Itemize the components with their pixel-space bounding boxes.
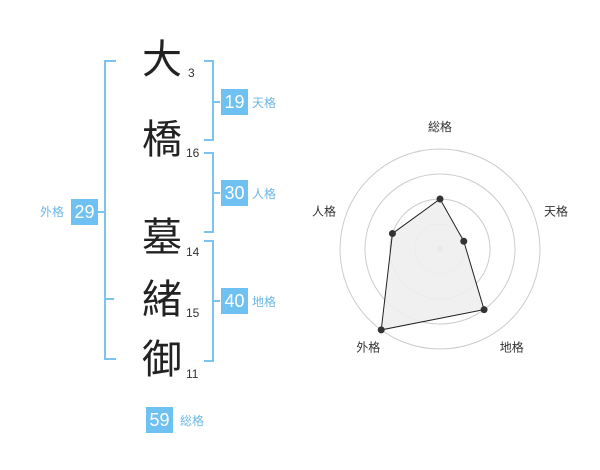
radar-axis-label-1: 総格 (428, 119, 452, 134)
radar-axis-label-5: 人格 (312, 203, 336, 218)
radar-point-1 (436, 195, 444, 203)
tenkaku-label: 天格 (252, 96, 277, 110)
tenkaku-connector (212, 101, 220, 103)
stroke-count-4: 15 (186, 306, 200, 320)
radar-axis-label-3: 地格 (500, 340, 524, 355)
radar-axis-label-2: 天格 (544, 203, 568, 218)
name-char-4: 緒 (142, 277, 182, 323)
radar-axis-label-4: 外格 (356, 340, 380, 355)
stroke-count-1: 3 (188, 66, 195, 80)
radar-point-4 (377, 326, 385, 334)
soukaku-label: 総格 (180, 414, 205, 428)
jinkaku-value: 30 (221, 180, 248, 206)
jinkaku-label: 人格 (252, 187, 277, 201)
name-char-5: 御 (142, 337, 182, 383)
radar-point-2 (460, 237, 468, 245)
gaikaku-bracket-mid-tick (104, 298, 114, 300)
radar-area (380, 198, 485, 331)
gaikaku-value: 29 (71, 199, 98, 225)
chikaku-connector (212, 300, 220, 302)
gaikaku-connector (96, 211, 106, 213)
tenkaku-value: 19 (221, 89, 248, 115)
stroke-count-3: 14 (186, 245, 200, 259)
tenkaku-bracket (204, 60, 214, 141)
name-char-2: 橋 (142, 117, 182, 163)
radar-point-5 (388, 230, 396, 238)
soukaku-value: 59 (146, 407, 173, 433)
stroke-count-5: 11 (186, 367, 199, 381)
gaikaku-bracket (104, 60, 116, 360)
name-char-3: 墓 (142, 215, 182, 261)
chikaku-value: 40 (221, 288, 248, 314)
jinkaku-connector (212, 192, 220, 194)
chikaku-label: 地格 (252, 295, 277, 309)
radar-point-3 (480, 306, 488, 314)
name-char-1: 大 (142, 37, 182, 83)
gaikaku-label: 外格 (40, 205, 65, 219)
radar-ring-3 (364, 173, 516, 325)
radar-ring-4 (339, 148, 541, 350)
stroke-count-2: 16 (186, 146, 200, 160)
